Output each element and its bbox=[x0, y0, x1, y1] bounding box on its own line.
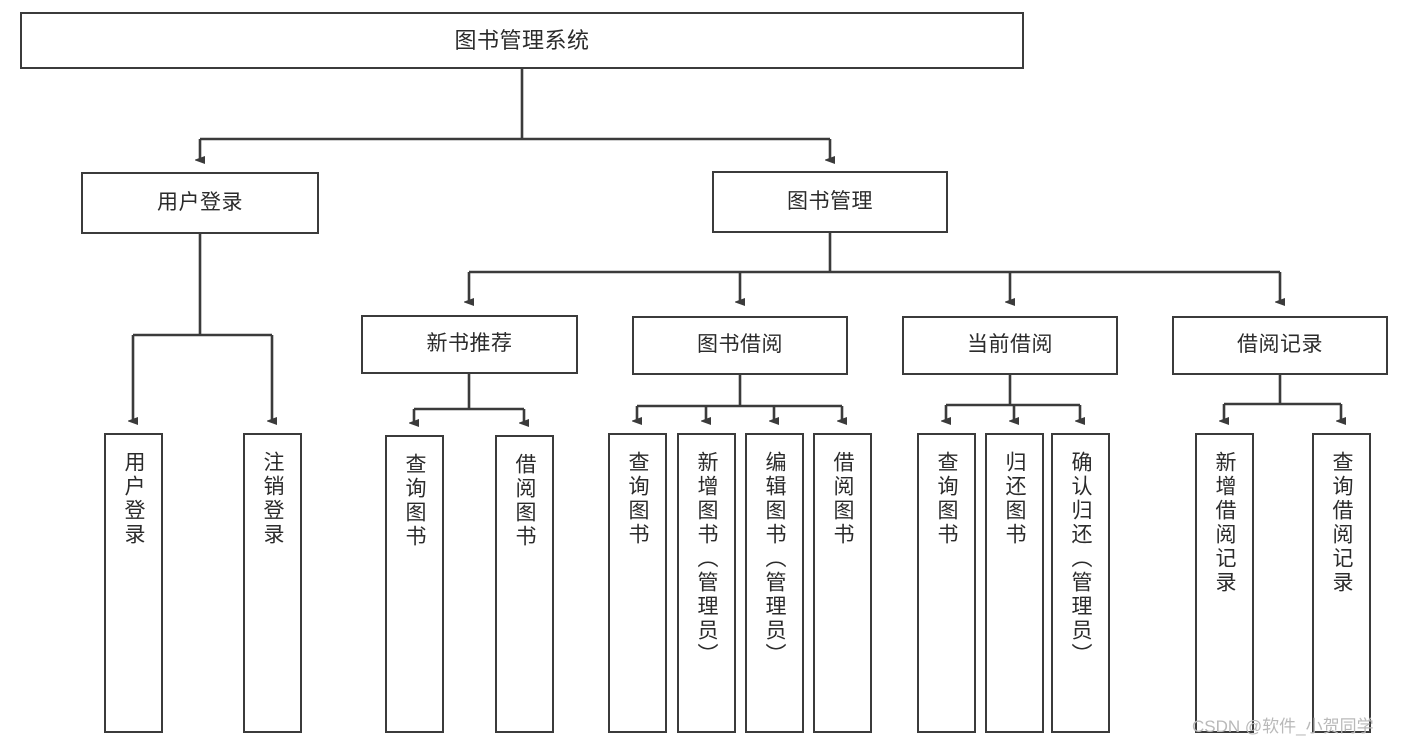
node-user-login[interactable]: 用户登录 bbox=[81, 172, 319, 234]
node-label: 查询借阅记录 bbox=[1330, 451, 1353, 595]
node-label: 注销登录 bbox=[261, 451, 284, 547]
leaf-user-login-signin[interactable]: 用户登录 bbox=[104, 433, 163, 733]
leaf-borrow-add-book[interactable]: 新增图书（管理员） bbox=[677, 433, 736, 733]
leaf-user-login-signout[interactable]: 注销登录 bbox=[243, 433, 302, 733]
node-borrow-record[interactable]: 借阅记录 bbox=[1172, 316, 1388, 375]
node-label: 当前借阅 bbox=[967, 333, 1053, 357]
node-label: 查询图书 bbox=[403, 453, 426, 549]
node-label: 新增借阅记录 bbox=[1213, 451, 1236, 595]
node-label: 新书推荐 bbox=[426, 332, 513, 356]
leaf-current-return-book[interactable]: 归还图书 bbox=[985, 433, 1044, 733]
leaf-new-book-query[interactable]: 查询图书 bbox=[385, 435, 444, 733]
leaf-record-add[interactable]: 新增借阅记录 bbox=[1195, 433, 1254, 733]
node-label: 编辑图书（管理员） bbox=[763, 451, 786, 667]
leaf-new-book-borrow[interactable]: 借阅图书 bbox=[495, 435, 554, 733]
csdn-watermark: CSDN @软件_小贺同学 bbox=[1192, 717, 1374, 736]
node-label: 图书借阅 bbox=[697, 333, 783, 357]
node-label: 图书管理系统 bbox=[454, 27, 590, 53]
node-label: 查询图书 bbox=[626, 451, 649, 547]
node-label: 用户登录 bbox=[122, 451, 145, 547]
node-label: 新增图书（管理员） bbox=[695, 451, 718, 667]
node-label: 归还图书 bbox=[1003, 451, 1026, 547]
leaf-current-confirm-return[interactable]: 确认归还（管理员） bbox=[1051, 433, 1110, 733]
node-label: 确认归还（管理员） bbox=[1069, 451, 1092, 667]
node-root-system[interactable]: 图书管理系统 bbox=[20, 12, 1024, 69]
node-book-management[interactable]: 图书管理 bbox=[712, 171, 948, 233]
leaf-current-query-book[interactable]: 查询图书 bbox=[917, 433, 976, 733]
node-label: 查询图书 bbox=[935, 451, 958, 547]
node-label: 借阅记录 bbox=[1237, 333, 1323, 357]
leaf-borrow-edit-book[interactable]: 编辑图书（管理员） bbox=[745, 433, 804, 733]
node-label: 借阅图书 bbox=[831, 451, 854, 547]
leaf-borrow-query-book[interactable]: 查询图书 bbox=[608, 433, 667, 733]
node-new-book-recommend[interactable]: 新书推荐 bbox=[361, 315, 578, 374]
node-label: 借阅图书 bbox=[513, 453, 536, 549]
node-label: 图书管理 bbox=[787, 189, 873, 213]
leaf-borrow-borrow-book[interactable]: 借阅图书 bbox=[813, 433, 872, 733]
node-label: 用户登录 bbox=[157, 190, 243, 214]
leaf-record-query[interactable]: 查询借阅记录 bbox=[1312, 433, 1371, 733]
node-current-borrow[interactable]: 当前借阅 bbox=[902, 316, 1118, 375]
node-book-borrow[interactable]: 图书借阅 bbox=[632, 316, 848, 375]
